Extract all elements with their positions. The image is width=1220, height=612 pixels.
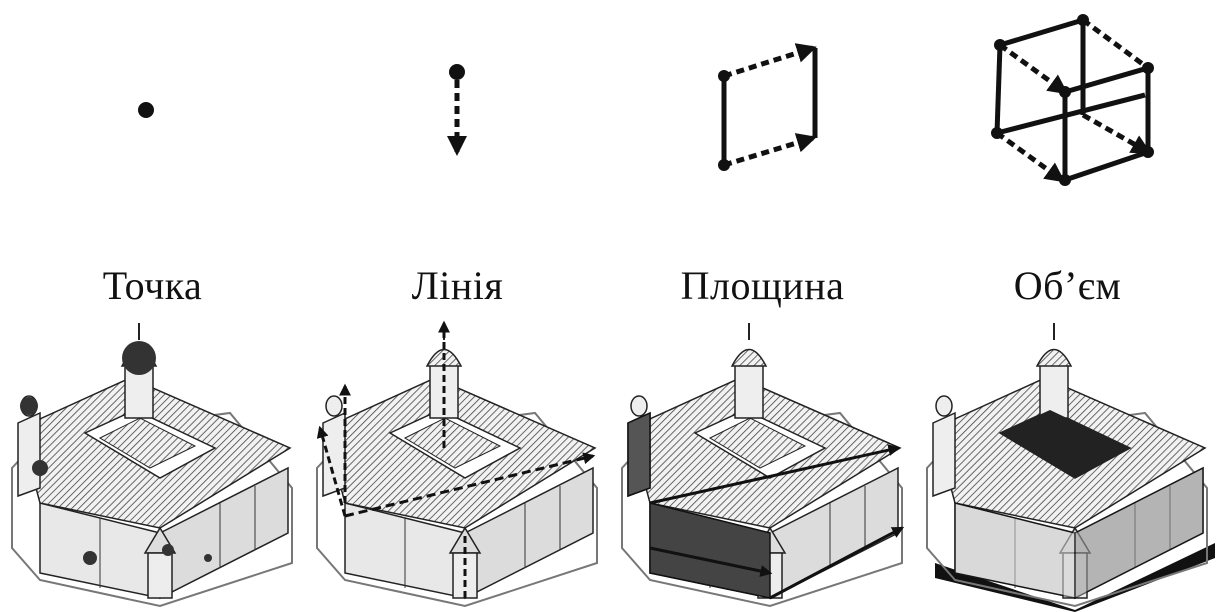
stage-plane: Площина — [610, 0, 915, 612]
building-point-illustration — [0, 318, 305, 612]
point-icon — [0, 0, 305, 230]
building-volume-illustration — [915, 318, 1220, 612]
cube-icon — [915, 0, 1220, 230]
line-icon — [305, 0, 610, 230]
stage-volume: Об’єм — [915, 0, 1220, 612]
stage-line: Лінія — [305, 0, 610, 612]
stage-label-line: Лінія — [305, 262, 610, 309]
stage-point: Точка — [0, 0, 305, 612]
stage-label-volume: Об’єм — [915, 262, 1220, 309]
plane-icon — [610, 0, 915, 230]
stage-label-plane: Площина — [610, 262, 915, 309]
building-line-illustration — [305, 318, 610, 612]
building-plane-illustration — [610, 318, 915, 612]
stage-label-point: Точка — [0, 262, 305, 309]
